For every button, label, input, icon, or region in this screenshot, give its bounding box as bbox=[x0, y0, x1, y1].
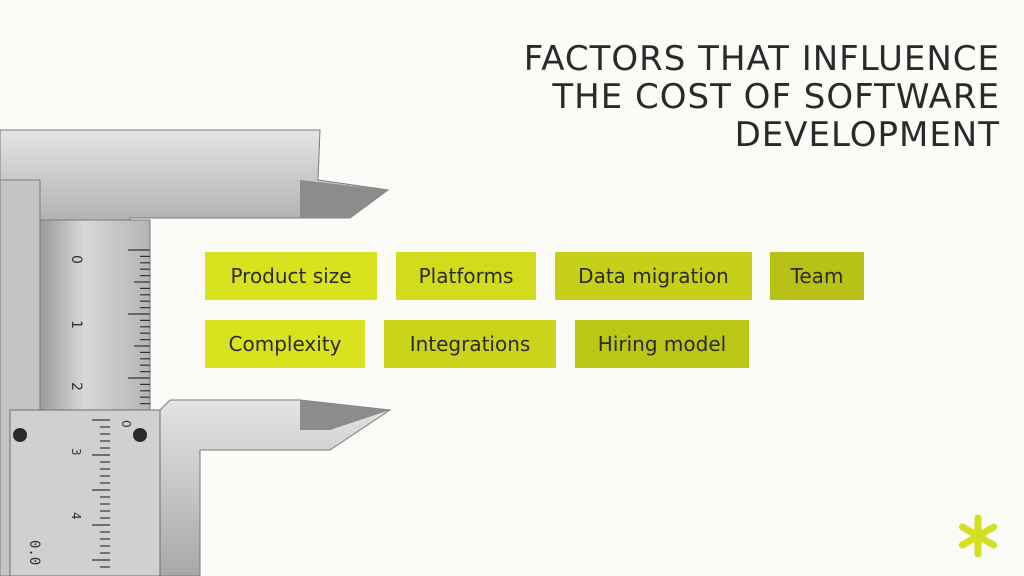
asterisk-icon bbox=[958, 514, 998, 558]
factor-tag-integrations: Integrations bbox=[384, 320, 556, 368]
screw-icon bbox=[133, 428, 147, 442]
factor-label: Hiring model bbox=[597, 332, 727, 356]
page-title: FACTORS THAT INFLUENCE THE COST OF SOFTW… bbox=[524, 40, 1000, 154]
title-line: THE COST OF SOFTWARE bbox=[552, 77, 1000, 117]
factor-tag-complexity: Complexity bbox=[205, 320, 365, 368]
vernier-label: 4 bbox=[69, 512, 83, 520]
factor-label: Platforms bbox=[418, 264, 514, 288]
title-line: FACTORS THAT INFLUENCE bbox=[523, 39, 1000, 79]
factor-label: Product size bbox=[230, 264, 352, 288]
factor-tag-data-migration: Data migration bbox=[555, 252, 752, 300]
factor-tag-team: Team bbox=[770, 252, 864, 300]
scale-label: 0 bbox=[68, 255, 84, 264]
scale-label: 1 bbox=[68, 320, 84, 329]
vernier-label: 3 bbox=[69, 448, 83, 456]
factor-label: Complexity bbox=[228, 332, 342, 356]
screw-icon bbox=[13, 428, 27, 442]
factor-label: Team bbox=[790, 264, 844, 288]
title-line: DEVELOPMENT bbox=[734, 115, 1000, 155]
caliper-image: 0 1 2 0 3 4 0.0 bbox=[0, 129, 392, 576]
caliper-reading: 0.0 bbox=[26, 540, 42, 565]
factor-tag-product-size: Product size bbox=[205, 252, 377, 300]
vernier-label: 0 bbox=[119, 420, 133, 428]
scale-label: 2 bbox=[68, 382, 84, 391]
factor-tag-platforms: Platforms bbox=[396, 252, 536, 300]
factor-label: Data migration bbox=[578, 264, 729, 288]
factor-label: Integrations bbox=[409, 332, 531, 356]
factor-tag-hiring-model: Hiring model bbox=[575, 320, 749, 368]
